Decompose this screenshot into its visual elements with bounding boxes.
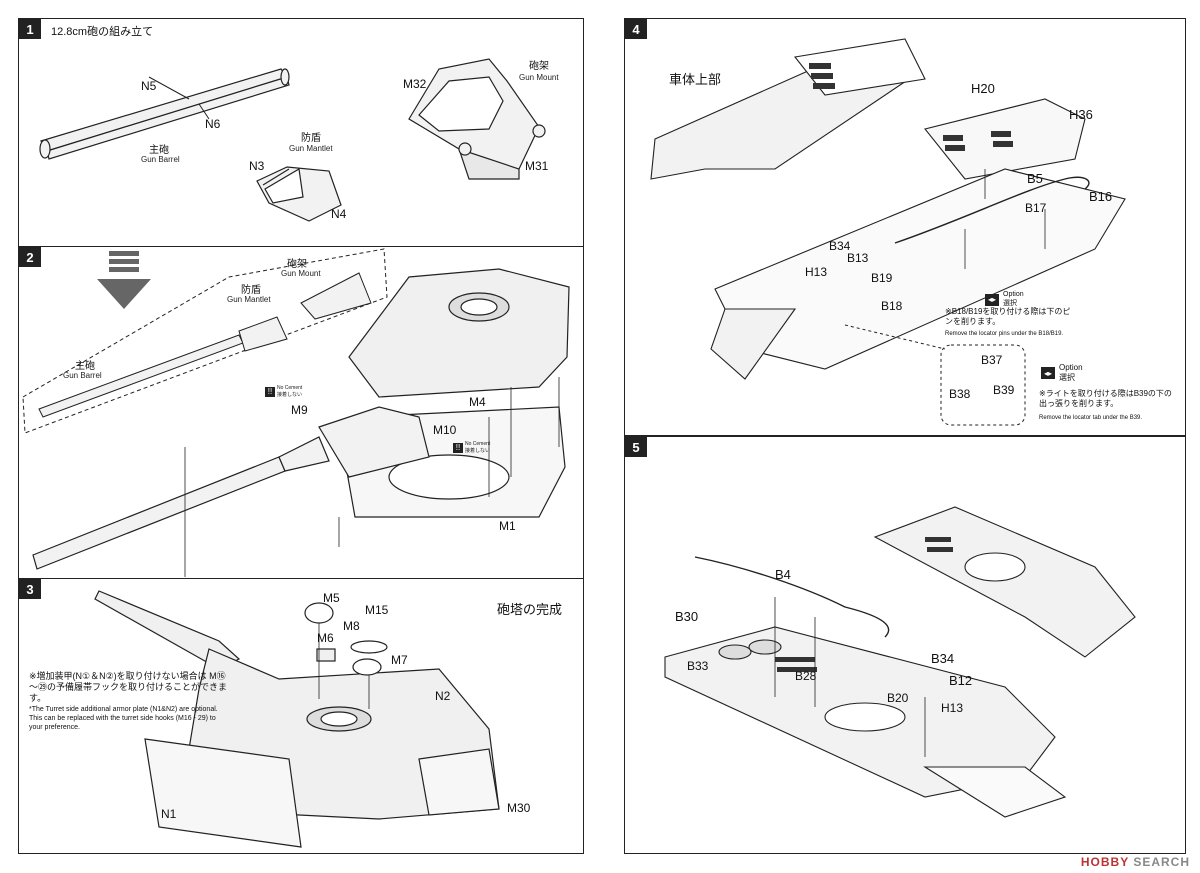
label-s2-mantlet-jp: 防盾: [241, 285, 261, 296]
step-4-panel: 4 車体上部 H2: [624, 18, 1186, 436]
label-h20: H20: [971, 81, 995, 96]
step-1-title: 12.8cm砲の組み立て: [51, 26, 154, 38]
step-3-panel: 3 砲塔の完成 M5 M15 M6 M8 M7 N2 N1 M30 ※増加装甲(…: [18, 578, 584, 854]
step-4-number: 4: [625, 19, 647, 39]
no-cement-en: No Cement: [465, 441, 491, 447]
step-2-number: 2: [19, 247, 41, 267]
label-m31: M31: [525, 159, 549, 173]
no-cement-jp: 接着しない: [465, 448, 491, 454]
option-2-note-en: Remove the locator tab under the B39.: [1039, 415, 1143, 421]
label-h13: H13: [941, 701, 964, 715]
label-h36: H36: [1069, 107, 1093, 122]
step-2-panel: 2: [18, 246, 584, 580]
label-mount-en: Gun Mount: [519, 73, 559, 82]
label-b12: B12: [949, 673, 973, 688]
option-2-jp: 選択: [1059, 373, 1075, 382]
step-3-number: 3: [19, 579, 41, 599]
watermark: HOBBY SEARCH: [1081, 855, 1190, 869]
label-b17: B17: [1025, 201, 1047, 215]
option-icon: ◂▸: [1041, 367, 1055, 379]
label-m15: M15: [365, 603, 389, 617]
label-h13: H13: [805, 265, 828, 279]
label-s2-mount-en: Gun Mount: [281, 269, 321, 278]
label-b18: B18: [881, 299, 903, 313]
warning-icon: !!: [453, 443, 463, 453]
step-3-title: 砲塔の完成: [497, 602, 563, 617]
step-1-number: 1: [19, 19, 41, 39]
option-icon: ◂▸: [985, 293, 999, 306]
step-4-title: 車体上部: [669, 72, 722, 87]
label-m6: M6: [317, 631, 334, 645]
label-b5: B5: [1027, 171, 1043, 186]
label-n2: N2: [435, 689, 451, 703]
label-m30: M30: [507, 801, 531, 815]
watermark-rest: SEARCH: [1133, 855, 1190, 869]
label-s2-barrel-jp: 主砲: [75, 361, 95, 372]
label-b13: B13: [847, 251, 869, 265]
option-2-note-jp: ※ライトを取り付ける際はB39の下の出っ張りを削ります。: [1039, 389, 1172, 408]
no-cement-jp: 接着しない: [277, 392, 303, 398]
label-m1: M1: [499, 519, 516, 533]
label-b19: B19: [871, 271, 893, 285]
label-barrel-en: Gun Barrel: [141, 155, 180, 164]
label-b34: B34: [829, 239, 851, 253]
step-2-illustration: [22, 248, 570, 577]
label-mantlet-jp: 防盾: [301, 133, 321, 144]
turret-note-jp: ※増加装甲(N①＆N②)を取り付けない場合は M⑯～㉙の予備履帯フックを取り付け…: [29, 671, 228, 703]
step-1-illustration: [39, 58, 546, 222]
option-2-badge: ◂▸ Option 選択: [1041, 363, 1083, 383]
label-m10: M10: [433, 423, 457, 437]
label-m4: M4: [469, 395, 486, 409]
step-5-illustration: [664, 506, 1136, 818]
label-mount-jp: 砲架: [529, 61, 549, 72]
label-s2-mount-jp: 砲架: [287, 259, 307, 270]
label-b37: B37: [981, 353, 1003, 367]
step-5-number: 5: [625, 437, 647, 457]
label-n3: N3: [249, 159, 265, 173]
label-m5: M5: [323, 591, 340, 605]
label-b20: B20: [887, 691, 909, 705]
label-b34: B34: [931, 651, 955, 666]
label-b39: B39: [993, 383, 1015, 397]
label-barrel-jp: 主砲: [149, 145, 169, 156]
label-b33: B33: [687, 659, 709, 673]
watermark-brand: HOBBY: [1080, 855, 1129, 869]
label-m8: M8: [343, 619, 360, 633]
label-s2-barrel-en: Gun Barrel: [63, 371, 102, 380]
option-1-en: Option: [1003, 291, 1024, 298]
label-b30: B30: [675, 609, 699, 624]
label-m9: M9: [291, 403, 308, 417]
step-3-illustration: [94, 590, 500, 848]
label-m32: M32: [403, 77, 427, 91]
warning-icon: !!: [265, 387, 275, 397]
label-n5: N5: [141, 79, 157, 93]
label-s2-mantlet-en: Gun Mantlet: [227, 295, 271, 304]
option-1-jp: 選択: [1003, 300, 1017, 307]
turret-note-en: *The Turret side additional armor plate …: [29, 706, 218, 731]
label-mantlet-en: Gun Mantlet: [289, 144, 333, 153]
step-1-panel: 1 12.8cm砲の組み立て N5 N6 主砲 Gun Barrel 防盾 Gu…: [18, 18, 584, 248]
no-cement-en: No Cement: [277, 385, 303, 391]
step-4-illustration: [650, 38, 1126, 426]
label-n4: N4: [331, 207, 347, 221]
label-n6: N6: [205, 117, 221, 131]
label-b4: B4: [775, 567, 791, 582]
label-b16: B16: [1089, 189, 1113, 204]
label-b38: B38: [949, 387, 971, 401]
label-m7: M7: [391, 653, 408, 667]
option-2-en: Option: [1059, 363, 1083, 372]
option-1-badge: ◂▸ Option 選択: [985, 291, 1024, 308]
option-1-note-en: Remove the locator pins under the B18/B1…: [945, 331, 1064, 337]
label-b28: B28: [795, 669, 817, 683]
label-n1: N1: [161, 807, 177, 821]
option-1-note-jp: ※B18/B19を取り付ける際は下のピンを削ります。: [945, 307, 1071, 326]
step-5-panel: 5 B4 B30 B33 B28 B34 B12 B20: [624, 436, 1186, 854]
